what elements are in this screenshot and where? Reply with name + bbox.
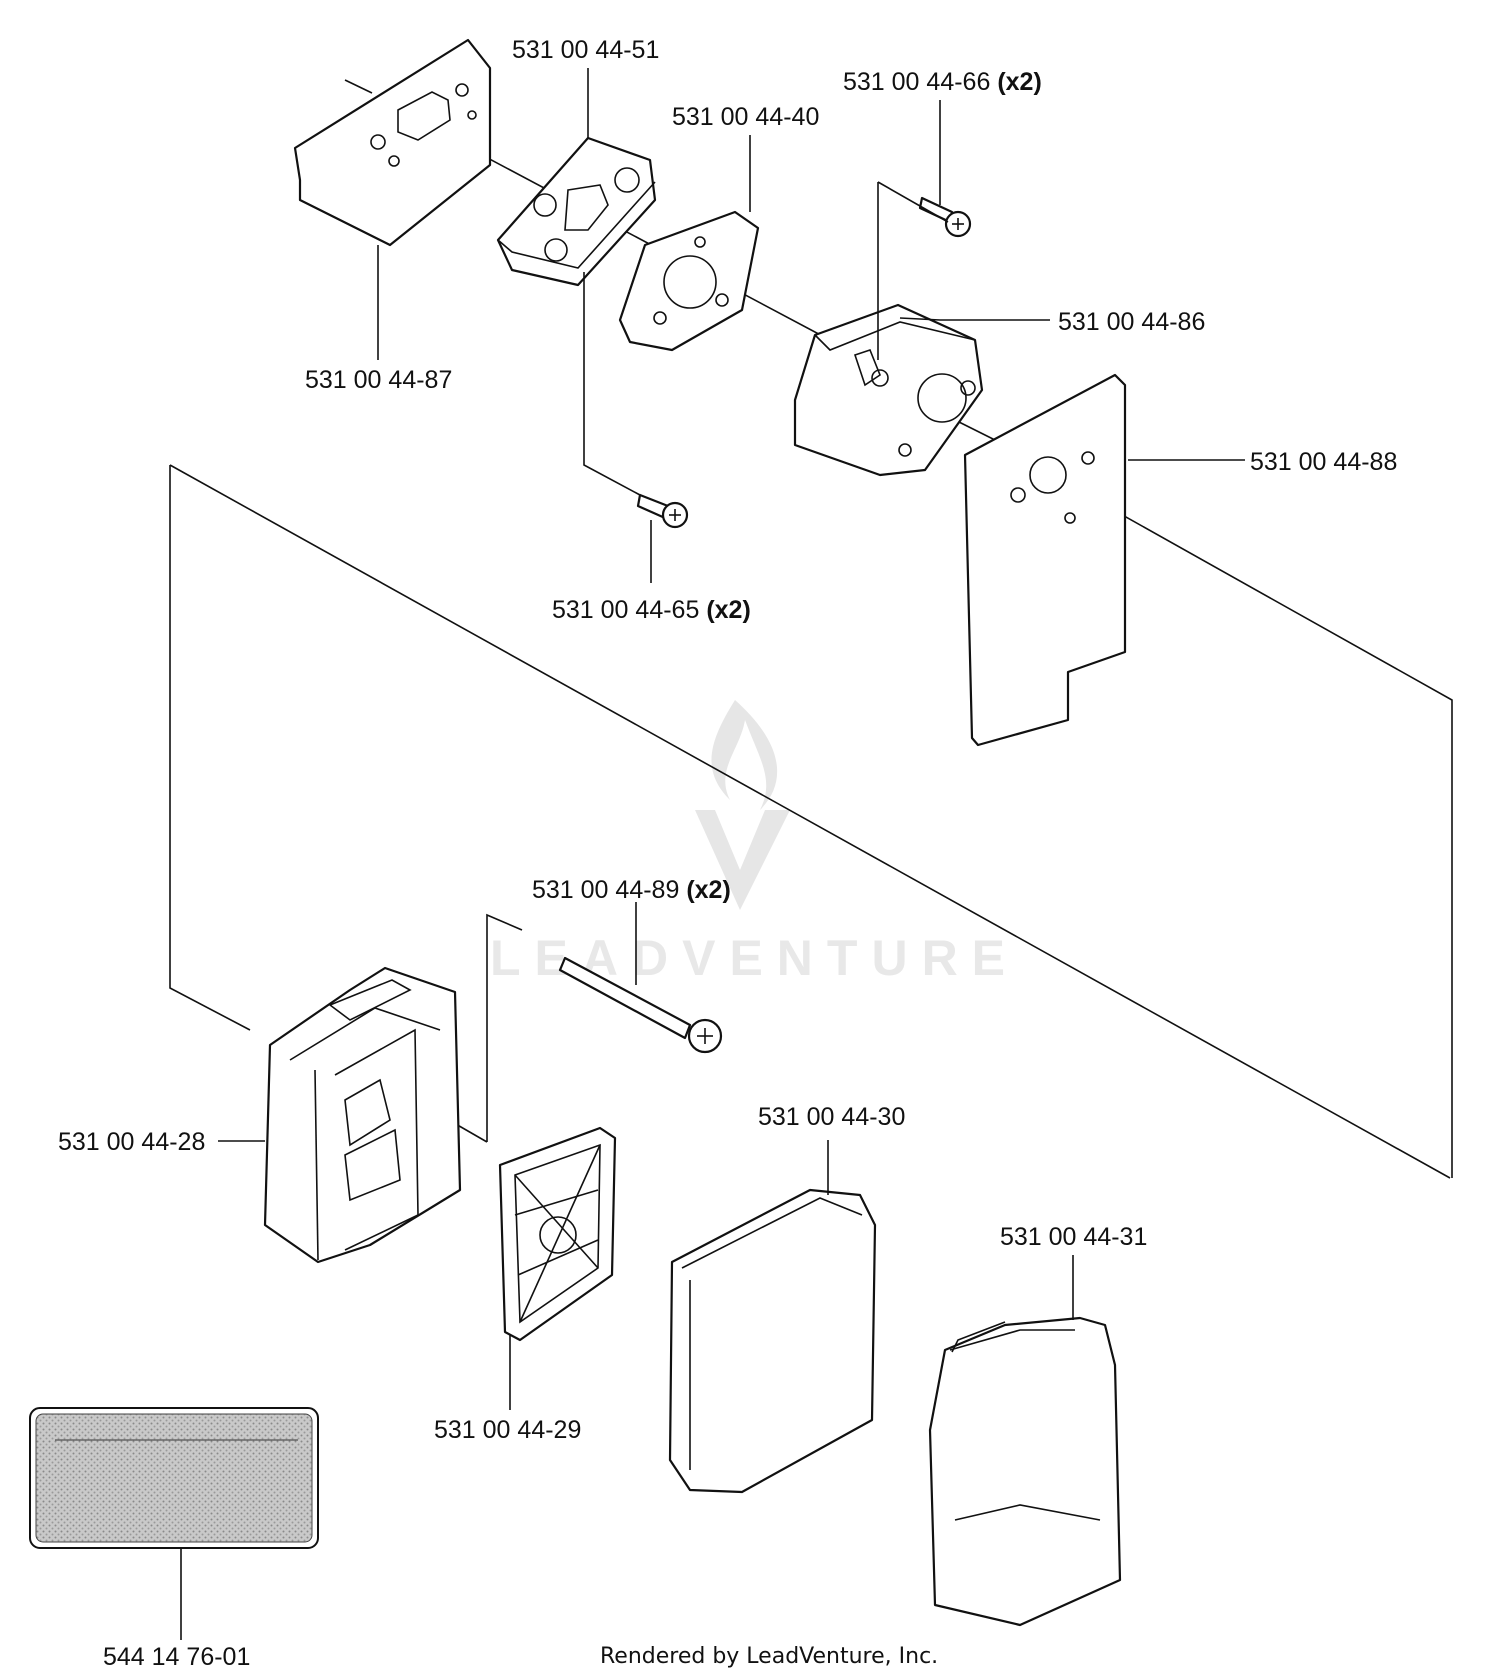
part-filter-cover-31: [928, 1316, 1122, 1627]
part-label-p66: 531 00 44-66 (x2): [843, 68, 1042, 96]
part-screw-65: [636, 493, 689, 529]
part-label-p87: 531 00 44-87: [305, 366, 452, 394]
part-gasket-88: [963, 373, 1127, 747]
part-label-p51: 531 00 44-51: [512, 36, 659, 64]
part-label-p86: 531 00 44-86: [1058, 308, 1205, 336]
watermark-logo: LEADVENTURE: [490, 700, 1019, 986]
part-carb-body-86: [793, 181, 984, 477]
part-gasket-87: [293, 38, 492, 247]
part-housing-28: [263, 966, 462, 1264]
part-label-p01: 544 14 76-01: [103, 1643, 250, 1671]
part-label-p30: 531 00 44-30: [758, 1103, 905, 1131]
part-label-p29: 531 00 44-29: [434, 1416, 581, 1444]
footer-credit: Rendered by LeadVenture, Inc.: [600, 1644, 938, 1669]
part-insulator-51: [496, 136, 657, 287]
part-label-p40: 531 00 44-40: [672, 103, 819, 131]
part-label-p89: 531 00 44-89 (x2): [532, 876, 731, 904]
part-label-p88: 531 00 44-88: [1250, 448, 1397, 476]
part-label-p31: 531 00 44-31: [1000, 1223, 1147, 1251]
part-label-01: [29, 1407, 319, 1549]
leader-lines: [180, 68, 1245, 1640]
part-filter-element-30: [668, 1188, 877, 1494]
part-screw-66: [918, 196, 972, 238]
part-gasket-40: [618, 210, 760, 352]
part-label-p28: 531 00 44-28: [58, 1128, 205, 1156]
part-filter-grid-29: [498, 1126, 617, 1342]
watermark-text: LEADVENTURE: [490, 930, 1019, 986]
part-bolt-89: [558, 956, 723, 1054]
part-label-p65: 531 00 44-65 (x2): [552, 596, 751, 624]
part-labels: 531 00 44-51 531 00 44-66 (x2) 531 00 44…: [58, 36, 1397, 1671]
